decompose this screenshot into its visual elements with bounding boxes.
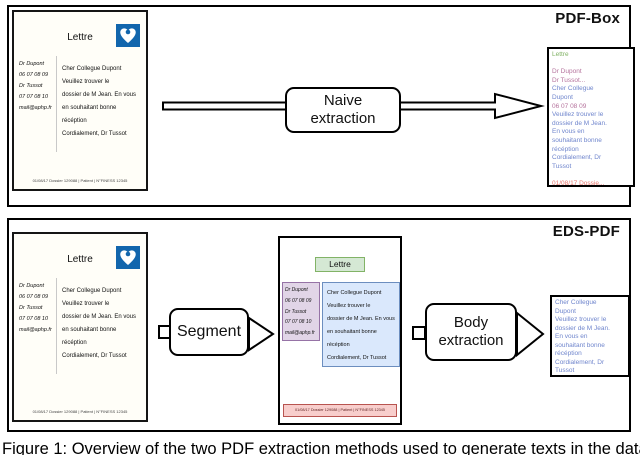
pdfbox-panel: PDF-Box Lettre Dr Dupont 06 07 08 09 Dr Tu… [7, 5, 635, 207]
text-line: mail@aphp.fr [19, 105, 52, 111]
text-line: dossier de M Jean. En vous [62, 314, 137, 320]
text-line: Dr Dupont [19, 61, 45, 67]
text-line: dossier de M Jean. En vous [327, 316, 395, 322]
segment-label-box: Segment [169, 308, 249, 356]
text-line: Veuillez trouver le [62, 79, 110, 85]
text-line: extraction [438, 332, 504, 349]
text-line: Cher Collegue [552, 85, 594, 93]
text-line: Tussot [555, 367, 575, 374]
text-line: Dr Tussot [285, 308, 307, 315]
letter-sidebar: Dr Dupont 06 07 08 09 Dr Tussot 07 07 08 10… [19, 59, 55, 114]
text-line: mail@aphp.fr [285, 330, 315, 337]
text-line: Cher Collegue Dupont [62, 288, 122, 294]
text-line: dossier de M Jean. [552, 119, 607, 127]
text-line: 06 07 08 09 [285, 297, 312, 304]
text-line: En vous en [552, 128, 585, 136]
letter-title: Lettre [67, 32, 93, 43]
text-line: Cher Collegue Dupont [327, 290, 382, 296]
letter-title: Lettre [67, 254, 93, 265]
letter-document: Lettre Dr Dupont 06 07 08 09 Dr Tussot 07 0… [12, 10, 148, 191]
segment-arrowhead-icon [248, 316, 275, 352]
text-line: récéption [62, 118, 87, 124]
text-line: récéption [62, 340, 87, 346]
text-line: Dr Dupont [552, 68, 582, 76]
figure-caption: Figure 1: Overview of the two PDF extrac… [2, 440, 640, 455]
body-extraction-arrow-tail [412, 326, 426, 340]
text-line: récéption [552, 145, 579, 153]
text-line: 07 07 08 10 [19, 94, 49, 100]
text-line: Cher Collegue Dupont [62, 66, 122, 72]
hospital-logo-icon [116, 24, 140, 47]
text-line: Cordialement, Dr [552, 154, 602, 162]
pdfbox-panel-title: PDF-Box [555, 10, 620, 27]
text-line: Dr Dupont [285, 287, 308, 293]
text-line: Dr Tussot [19, 83, 43, 89]
text-line: 07 07 08 10 [19, 316, 49, 322]
text-line: Veuillez trouver le [552, 111, 604, 119]
text-line: en souhaitant bonne [62, 105, 117, 111]
text-line [552, 60, 630, 69]
edspdf-panel: EDS-PDF Lettre Dr Dupont 06 07 08 09 Dr Tu… [7, 218, 631, 432]
edspdf-panel-title: EDS-PDF [552, 223, 620, 240]
segment-title-box: Lettre [315, 257, 365, 272]
text-line: Cordialement, Dr Tussot [62, 353, 127, 359]
text-line: Dr Dupont [19, 283, 45, 289]
text-line: En vous en [555, 333, 588, 340]
text-line: Cordialement, Dr Tussot [327, 355, 387, 361]
text-line: Lettre [552, 51, 569, 58]
text-line: en souhaitant bonne [62, 327, 117, 333]
text-line: souhaitant bonne [552, 136, 602, 144]
text-line: Dr Tussot... [552, 76, 586, 84]
text-line: Cher Collegue [555, 299, 597, 306]
text-line: Veuillez trouver le [555, 316, 607, 323]
text-line: Dupont [555, 307, 576, 315]
segmented-document: Lettre Dr Dupont 06 07 08 09 Dr Tussot 07 0… [278, 236, 402, 425]
text-line: Tussot [552, 162, 572, 170]
letter-sidebar: Dr Dupont 06 07 08 09 Dr Tussot 07 07 08 10… [19, 281, 55, 336]
text-line: Naive [323, 92, 363, 109]
letter-divider [56, 278, 57, 374]
text-line [552, 171, 630, 180]
segment-sidebar-box: Dr Dupont 06 07 08 09 Dr Tussot 07 07 08 10… [282, 282, 320, 341]
text-line: Body [453, 314, 489, 331]
text-line: Cordialement, Dr [555, 358, 605, 366]
text-line: 06 07 08 09 [19, 294, 49, 300]
text-line: souhaitant bonne [555, 341, 605, 349]
text-line: dossier de M Jean. [555, 324, 610, 332]
text-line: extraction [310, 110, 376, 127]
text-line: récéption [327, 342, 350, 348]
text-line: en souhaitant bonne [327, 329, 377, 335]
text-line: Dr Tussot [19, 305, 43, 311]
text-line: mail@aphp.fr [19, 327, 52, 333]
hospital-logo-icon [116, 246, 140, 269]
letter-document: Lettre Dr Dupont 06 07 08 09 Dr Tussot 07 0… [12, 232, 148, 422]
segment-footer-box: 01/08/17 Dossier 129088 | Patient | N°FI… [283, 404, 397, 417]
text-line: 06 07 08 09 [19, 72, 49, 78]
text-line: 01/08/17 Dossie... [552, 179, 605, 187]
letter-divider [56, 56, 57, 152]
text-line: récéption [555, 350, 582, 357]
text-line: 07 07 08 10 [285, 319, 312, 326]
text-line: 06 07 08 09 [552, 102, 587, 110]
text-line: dossier de M Jean. En vous [62, 92, 137, 98]
text-line: Cordialement, Dr Tussot [62, 131, 127, 137]
segment-label: Segment [176, 323, 242, 340]
text-line: Dupont [552, 93, 573, 101]
body-extraction-arrowhead-icon [516, 310, 545, 358]
text-line: Veuillez trouver le [62, 301, 110, 307]
letter-footer: 01/08/17 Dossier 129088 | Patient | N°FI… [32, 409, 128, 414]
text-line: Veuillez trouver le [327, 303, 371, 309]
letter-footer: 01/08/17 Dossier 129088 | Patient | N°FI… [32, 178, 128, 183]
